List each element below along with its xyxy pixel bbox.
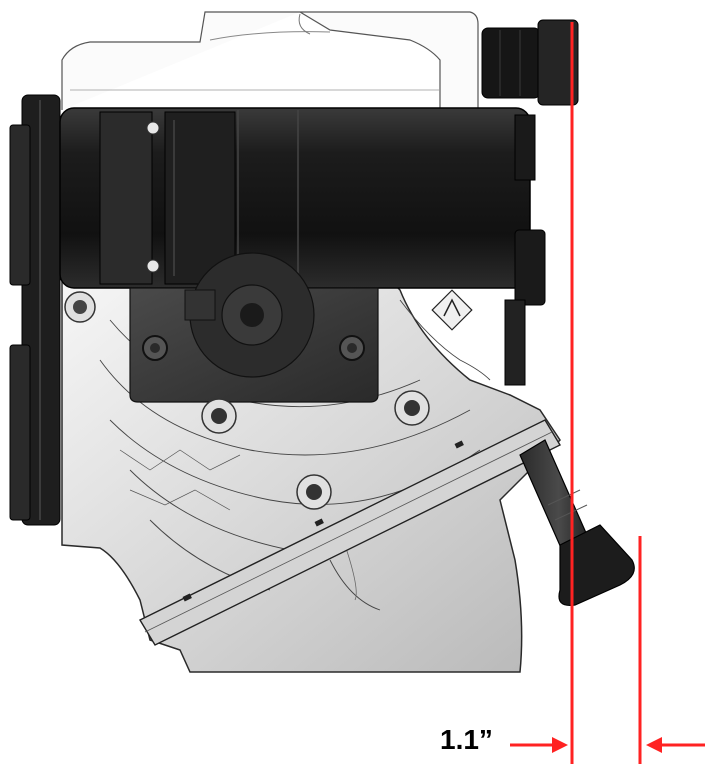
angled-flange: [139, 419, 561, 646]
angled-sensor: [519, 439, 635, 607]
actuator-cylinder: [59, 107, 546, 386]
top-right-connector: [481, 19, 579, 106]
left-flange: [9, 94, 61, 526]
logo-mark: [431, 289, 473, 331]
mounting-plate: [129, 252, 379, 403]
measurement-lines: [510, 22, 705, 764]
arrow-left-icon: [510, 737, 568, 753]
arrow-right-icon: [646, 737, 705, 753]
dimension-label: 1.1”: [440, 724, 493, 755]
upper-housing: [61, 11, 479, 121]
casting-bolt-holes: [64, 291, 430, 510]
